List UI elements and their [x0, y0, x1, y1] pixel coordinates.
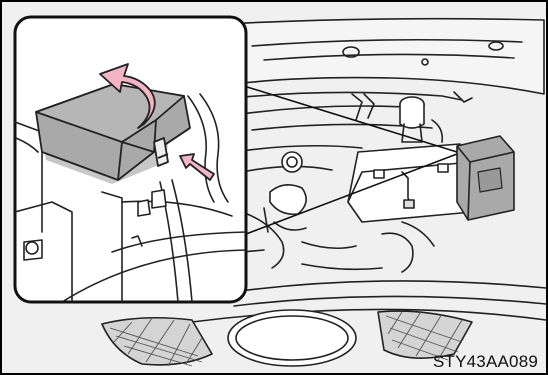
detail-inset — [15, 17, 246, 302]
front-bumper — [232, 281, 546, 292]
brake-fluid-reservoir — [400, 97, 442, 142]
battery — [348, 144, 474, 222]
fuse-box — [457, 136, 514, 220]
figure-code: STY43AA089 — [433, 352, 538, 372]
